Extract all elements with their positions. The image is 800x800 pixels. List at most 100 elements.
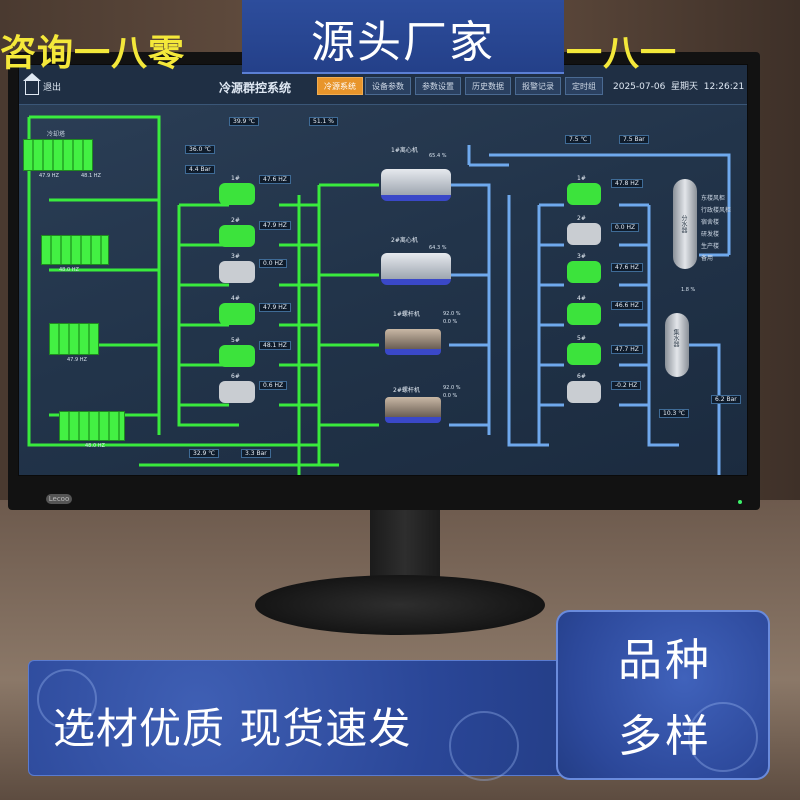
tower-freq: 47.9 HZ <box>39 173 59 179</box>
bottom-banner: 选材优质 现货速发 <box>28 660 590 781</box>
chiller-name: 2#螺杆机 <box>393 387 420 394</box>
date-text: 2025-07-06 <box>613 82 666 92</box>
monitor-screen: 退出 冷源群控系统 冷源系统 设备参数 参数设置 历史数据 报警记录 定时组 2… <box>18 64 748 476</box>
badge-line-2: 多样 <box>618 711 712 762</box>
pump-id: 3# <box>577 253 586 260</box>
pump-freq: 47.6 HZ <box>611 263 643 272</box>
pump-freq: 47.7 HZ <box>611 345 643 354</box>
return-header-tank[interactable] <box>665 313 689 377</box>
return-header-label: 集水器 <box>672 329 679 347</box>
swirl-decoration <box>37 669 97 729</box>
scada-title: 冷源群控系统 <box>219 81 292 95</box>
pump-id: 3# <box>231 253 240 260</box>
tab-history[interactable]: 历史数据 <box>465 77 511 95</box>
chiller-name: 1#螺杆机 <box>393 311 420 318</box>
chiller-load-secondary: 0.0 % <box>443 393 458 399</box>
branch-label: 研发楼 <box>701 231 720 238</box>
cooling-tower-label: 冷却塔 <box>47 131 66 138</box>
cooling-tower-3[interactable] <box>49 323 99 355</box>
pump-id: 4# <box>231 295 240 302</box>
chilled-pump-2[interactable] <box>567 223 601 245</box>
pipe-diagram <box>27 115 731 475</box>
centrifugal-chiller-1[interactable] <box>381 169 451 201</box>
exit-button[interactable]: 退出 <box>23 73 62 95</box>
tab-param-settings[interactable]: 参数设置 <box>415 77 461 95</box>
chiller-load: 65.4 % <box>429 153 447 159</box>
tower-freq: 47.9 HZ <box>67 357 87 363</box>
swirl-decoration <box>449 711 519 781</box>
readout-humidity: 51.1 % <box>309 117 338 126</box>
tab-cooling-system[interactable]: 冷源系统 <box>317 77 363 95</box>
chiller-load: 92.0 % <box>443 311 461 317</box>
pump-id: 6# <box>577 373 586 380</box>
time-text: 12:26:21 <box>703 82 745 92</box>
pump-freq: 0.0 HZ <box>259 259 288 268</box>
readout-temp: 39.9 ℃ <box>229 117 260 126</box>
pump-id: 6# <box>231 373 240 380</box>
branch-label: 东楼风柜 <box>701 195 726 202</box>
screw-chiller-2[interactable] <box>385 397 441 423</box>
pump-freq: 47.8 HZ <box>611 179 643 188</box>
supply-header-label: 分水器 <box>680 215 687 233</box>
swirl-decoration <box>688 702 758 772</box>
pump-id: 4# <box>577 295 586 302</box>
hotline-text-right: 一八一 <box>566 33 678 74</box>
branch-label: 宿舍楼 <box>701 219 720 226</box>
pump-freq: 48.1 HZ <box>259 341 291 350</box>
cooling-pump-2[interactable] <box>219 225 255 247</box>
tab-timer-groups[interactable]: 定时组 <box>565 77 603 95</box>
top-banner: 源头厂家 <box>242 0 564 74</box>
pump-id: 1# <box>577 175 586 182</box>
cooling-tower-4[interactable] <box>59 411 125 441</box>
branch-label: 生产楼 <box>701 243 720 250</box>
chiller-name: 1#离心机 <box>391 147 418 154</box>
centrifugal-chiller-2[interactable] <box>381 253 451 285</box>
cooling-pump-6[interactable] <box>219 381 255 403</box>
pump-freq: 46.6 HZ <box>611 301 643 310</box>
screw-chiller-1[interactable] <box>385 329 441 355</box>
cooling-pump-4[interactable] <box>219 303 255 325</box>
cooling-tower-2[interactable] <box>41 235 109 265</box>
chiller-load: 64.3 % <box>429 245 447 251</box>
chilled-pump-1[interactable] <box>567 183 601 205</box>
hotline-text-left: 咨询一八零 <box>0 33 186 74</box>
pump-freq: 47.9 HZ <box>259 303 291 312</box>
cooling-tower-1[interactable] <box>23 139 93 171</box>
chilled-pump-3[interactable] <box>567 261 601 283</box>
right-pressure-readout: 6.2 Bar <box>711 395 741 404</box>
exit-label: 退出 <box>43 82 62 93</box>
chilled-pump-4[interactable] <box>567 303 601 325</box>
chiller-load-secondary: 0.0 % <box>443 319 458 325</box>
tab-alarms[interactable]: 报警记录 <box>515 77 561 95</box>
pump-id: 1# <box>231 175 240 182</box>
chilled-pump-5[interactable] <box>567 343 601 365</box>
readout-supply-temp: 36.0 ℃ <box>185 145 216 154</box>
readout-supply-pressure: 4.4 Bar <box>185 165 215 174</box>
pump-freq: 0.6 HZ <box>259 381 288 390</box>
home-icon <box>23 73 41 95</box>
badge-line-1: 品种 <box>618 635 712 686</box>
pump-id: 2# <box>577 215 586 222</box>
tower-freq: 48.0 HZ <box>59 267 79 273</box>
cooling-pump-5[interactable] <box>219 345 255 367</box>
bottom-banner-text: 选材优质 现货速发 <box>53 704 412 753</box>
monitor-stand-base <box>255 575 545 635</box>
chiller-name: 2#离心机 <box>391 237 418 244</box>
date-time-readout: 2025-07-06 星期天 12:26:21 <box>613 79 744 92</box>
tower-freq: 48.0 HZ <box>85 443 105 449</box>
monitor-stand-neck <box>370 508 440 588</box>
chilled-pump-6[interactable] <box>567 381 601 403</box>
top-banner-text: 源头厂家 <box>311 17 495 68</box>
branch-label: 行政楼风柜 <box>701 207 732 214</box>
tower-freq: 48.1 HZ <box>81 173 101 179</box>
pump-id: 2# <box>231 217 240 224</box>
supply-header-tank[interactable] <box>673 179 697 269</box>
tab-device-params[interactable]: 设备参数 <box>365 77 411 95</box>
branch-label: 备用 <box>701 255 714 262</box>
pump-freq: 47.6 HZ <box>259 175 291 184</box>
cooling-pump-3[interactable] <box>219 261 255 283</box>
monitor-brand-logo: Lecoo <box>46 494 72 504</box>
pump-id: 5# <box>577 335 586 342</box>
pump-id: 5# <box>231 337 240 344</box>
cooling-pump-1[interactable] <box>219 183 255 205</box>
